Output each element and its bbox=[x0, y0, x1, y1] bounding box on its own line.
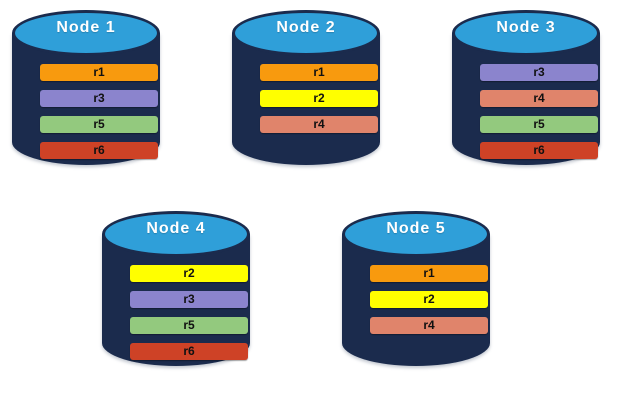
shard-list: r3 r4 r5 r6 bbox=[480, 64, 598, 168]
shard-list: r1 r2 r4 bbox=[260, 64, 378, 142]
database-node-5[interactable]: Node 5 r1 r2 r4 bbox=[342, 211, 490, 389]
node-label: Node 3 bbox=[496, 19, 556, 36]
shard-bar-r3[interactable]: r3 bbox=[40, 90, 158, 107]
cylinder-top-ellipse bbox=[102, 211, 250, 257]
shard-bar-r5[interactable]: r5 bbox=[40, 116, 158, 133]
shard-bar-r6[interactable]: r6 bbox=[40, 142, 158, 159]
cylinder-top-ellipse bbox=[232, 10, 380, 56]
shard-bar-r1[interactable]: r1 bbox=[40, 64, 158, 81]
shard-list: r2 r3 r5 r6 bbox=[130, 265, 248, 369]
shard-bar-r3[interactable]: r3 bbox=[130, 291, 248, 308]
node-label: Node 5 bbox=[386, 220, 446, 237]
shard-bar-r3[interactable]: r3 bbox=[480, 64, 598, 81]
database-node-3[interactable]: Node 3 r3 r4 r5 r6 bbox=[452, 10, 600, 188]
shard-bar-r2[interactable]: r2 bbox=[370, 291, 488, 308]
shard-bar-r4[interactable]: r4 bbox=[370, 317, 488, 334]
database-node-4[interactable]: Node 4 r2 r3 r5 r6 bbox=[102, 211, 250, 389]
shard-bar-r2[interactable]: r2 bbox=[260, 90, 378, 107]
shard-bar-r1[interactable]: r1 bbox=[370, 265, 488, 282]
node-label: Node 1 bbox=[56, 19, 116, 36]
shard-bar-r5[interactable]: r5 bbox=[130, 317, 248, 334]
database-node-2[interactable]: Node 2 r1 r2 r4 bbox=[232, 10, 380, 188]
node-label: Node 4 bbox=[146, 220, 206, 237]
cylinder-top-ellipse bbox=[452, 10, 600, 56]
node-label: Node 2 bbox=[276, 19, 336, 36]
shard-bar-r4[interactable]: r4 bbox=[260, 116, 378, 133]
shard-list: r1 r3 r5 r6 bbox=[40, 64, 158, 168]
shard-list: r1 r2 r4 bbox=[370, 265, 488, 343]
shard-bar-r2[interactable]: r2 bbox=[130, 265, 248, 282]
shard-bar-r1[interactable]: r1 bbox=[260, 64, 378, 81]
shard-bar-r6[interactable]: r6 bbox=[480, 142, 598, 159]
shard-bar-r4[interactable]: r4 bbox=[480, 90, 598, 107]
cylinder-top-ellipse bbox=[342, 211, 490, 257]
shard-bar-r6[interactable]: r6 bbox=[130, 343, 248, 360]
database-node-1[interactable]: Node 1 r1 r3 r5 r6 bbox=[12, 10, 160, 188]
cylinder-top-ellipse bbox=[12, 10, 160, 56]
shard-bar-r5[interactable]: r5 bbox=[480, 116, 598, 133]
